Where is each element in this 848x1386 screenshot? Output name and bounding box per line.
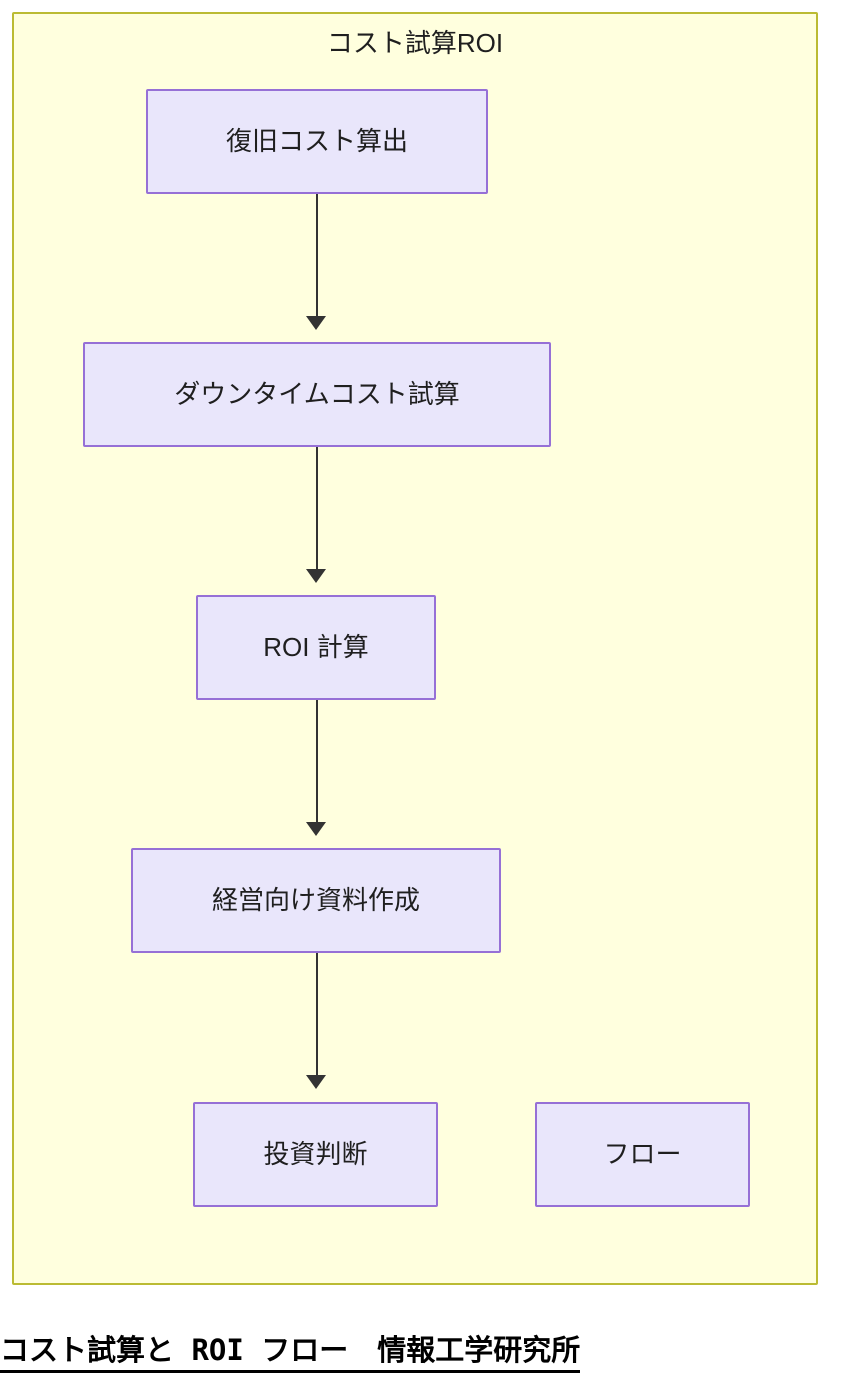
figure-caption-text: コスト試算と ROI フロー 情報工学研究所: [0, 1332, 581, 1374]
node-label: フロー: [603, 1138, 682, 1169]
node-flow[interactable]: フロー: [535, 1102, 750, 1207]
node-executive-report[interactable]: 経営向け資料作成: [131, 848, 501, 953]
arrowhead-icon: [306, 569, 326, 583]
edge-downtime-to-roi: [315, 447, 318, 569]
node-downtime-cost[interactable]: ダウンタイムコスト試算: [83, 342, 551, 447]
node-recovery-cost[interactable]: 復旧コスト算出: [146, 89, 488, 194]
node-label: 投資判断: [263, 1138, 368, 1169]
node-label: ROI 計算: [263, 631, 369, 662]
arrowhead-icon: [306, 822, 326, 836]
edge-report-to-decision: [315, 953, 318, 1075]
arrowhead-icon: [306, 316, 326, 330]
node-roi-calculation[interactable]: ROI 計算: [196, 595, 436, 700]
edge-recovery-to-downtime: [315, 194, 318, 316]
node-investment-decision[interactable]: 投資判断: [193, 1102, 438, 1207]
node-label: 復旧コスト算出: [225, 125, 408, 156]
figure-caption: コスト試算と ROI フロー 情報工学研究所: [0, 1332, 848, 1374]
node-label: ダウンタイムコスト試算: [174, 378, 460, 409]
arrowhead-icon: [306, 1075, 326, 1089]
subgraph-title: コスト試算ROI: [326, 28, 504, 58]
node-label: 経営向け資料作成: [211, 884, 420, 915]
edge-roi-to-report: [315, 700, 318, 822]
